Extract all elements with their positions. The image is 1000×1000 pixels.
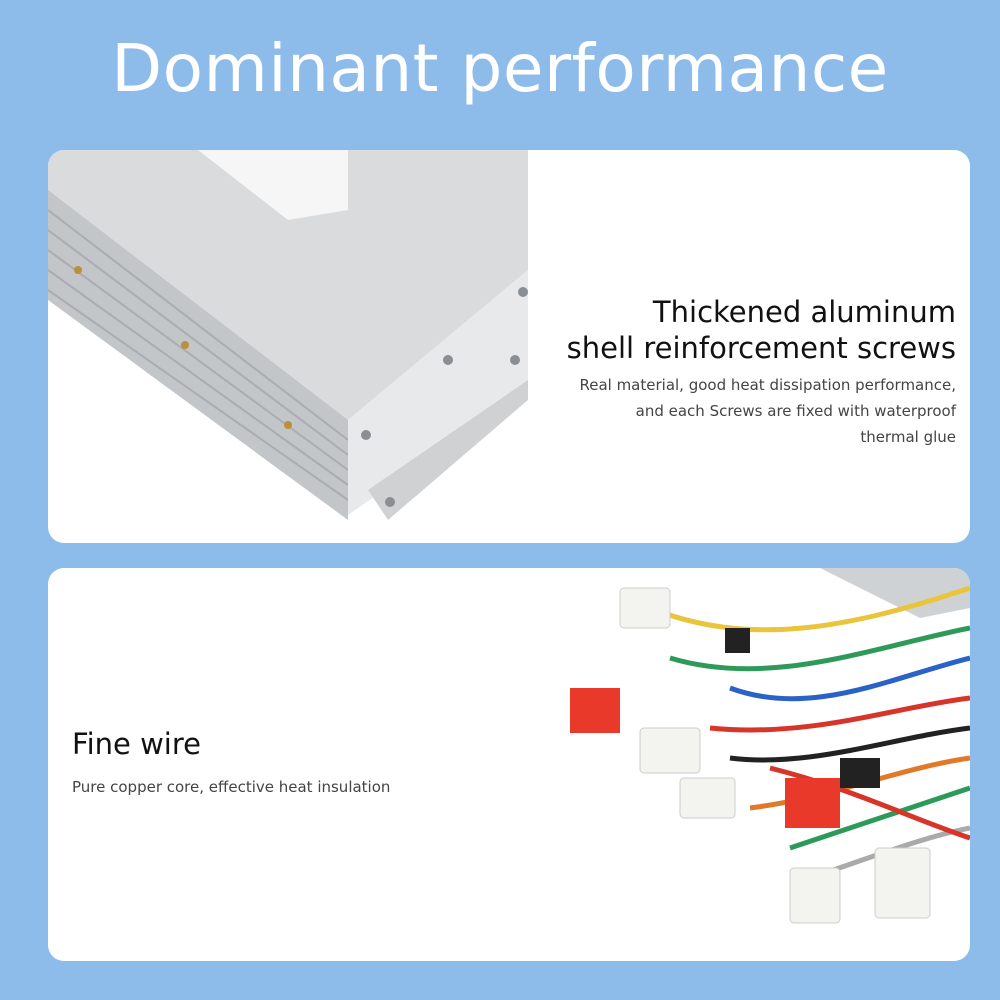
description-line: and each Screws are fixed with waterproo… <box>635 402 956 420</box>
feature-card-fine-wire: Fine wire Pure copper core, effective he… <box>48 568 970 961</box>
feature-heading: Thickened aluminum shell reinforcement s… <box>536 294 956 366</box>
feature-description: Pure copper core, effective heat insulat… <box>72 778 391 796</box>
wires-photo <box>570 568 970 924</box>
controller-photo <box>48 150 528 520</box>
description-line: Real material, good heat dissipation per… <box>579 376 956 394</box>
description-line: thermal glue <box>860 428 956 446</box>
heading-line: Thickened aluminum <box>652 295 956 329</box>
feature-description: Real material, good heat dissipation per… <box>536 372 956 450</box>
feature-card-aluminum-shell: Thickened aluminum shell reinforcement s… <box>48 150 970 543</box>
feature-heading: Fine wire <box>72 727 201 761</box>
page-title: Dominant performance <box>111 30 889 107</box>
heading-line: shell reinforcement screws <box>566 331 956 365</box>
